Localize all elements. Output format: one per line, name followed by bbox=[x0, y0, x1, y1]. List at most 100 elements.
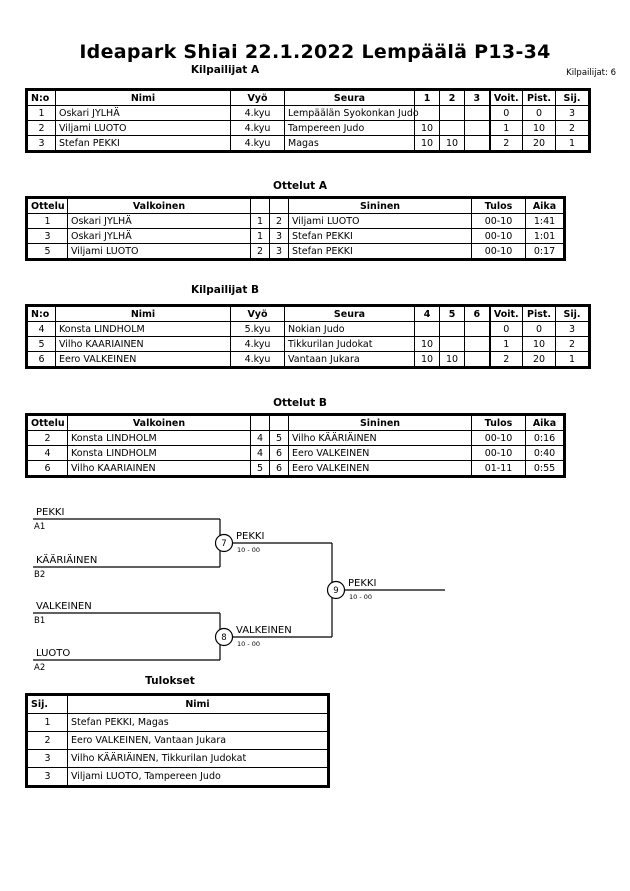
cell-match-4 bbox=[414, 321, 440, 337]
cell-points: 20 bbox=[522, 135, 556, 151]
bracket-entry-seed-4: A2 bbox=[34, 663, 45, 670]
cell-match-3 bbox=[464, 105, 490, 121]
pool-a-table-container: N:o Nimi Vyö Seura 1 2 3 Voit. Pist. Sij… bbox=[25, 88, 591, 157]
bracket-node-number-8: 8 bbox=[221, 633, 226, 643]
col-place: Sij. bbox=[555, 306, 589, 322]
cell-match-1: 10 bbox=[414, 120, 440, 136]
cell-white-num: 2 bbox=[250, 243, 270, 259]
bracket-entry-seed-1: A1 bbox=[34, 522, 45, 532]
cell-name: Vilho KAARIAINEN bbox=[55, 336, 231, 352]
col-time: Aika bbox=[525, 198, 564, 214]
cell-blue: Stefan PEKKI bbox=[288, 243, 472, 259]
bracket-node-7 bbox=[214, 533, 234, 553]
cell-bout-no: 2 bbox=[27, 430, 68, 446]
cell-result: 00-10 bbox=[471, 213, 526, 229]
cell-time: 0:40 bbox=[525, 445, 564, 461]
cell-blue-num: 2 bbox=[269, 213, 289, 229]
results-table: Sij. Nimi 1 Stefan PEKKI, Magas 2 Eero V… bbox=[27, 695, 328, 786]
col-white-num bbox=[250, 198, 270, 214]
cell-bout-no: 6 bbox=[27, 460, 68, 476]
cell-result: 00-10 bbox=[471, 445, 526, 461]
col-match-6: 6 bbox=[464, 306, 490, 322]
cell-time: 1:01 bbox=[525, 228, 564, 244]
cell-place: 2 bbox=[555, 336, 589, 352]
cell-match-2: 10 bbox=[439, 135, 465, 151]
cell-match-6 bbox=[464, 321, 490, 337]
cell-points: 0 bbox=[522, 321, 556, 337]
cell-white: Konsta LINDHOLM bbox=[67, 430, 251, 446]
cell-white: Viljami LUOTO bbox=[67, 243, 251, 259]
cell-points: 0 bbox=[522, 105, 556, 121]
cell-bout-no: 3 bbox=[27, 228, 68, 244]
cell-result: 01-11 bbox=[471, 460, 526, 476]
bracket-entry-name-1: PEKKI bbox=[36, 507, 64, 518]
col-result: Tulos bbox=[471, 198, 526, 214]
col-match-4: 4 bbox=[414, 306, 440, 322]
cell-blue: Viljami LUOTO bbox=[288, 213, 472, 229]
cell-wins: 1 bbox=[488, 336, 523, 352]
bouts-a-table-container: Ottelu Valkoinen Sininen Tulos Aika 1 Os… bbox=[25, 196, 566, 265]
col-wins: Voit. bbox=[488, 90, 523, 106]
bouts-b-table-container: Ottelu Valkoinen Sininen Tulos Aika 2 Ko… bbox=[25, 413, 566, 482]
pool-b-table-container: N:o Nimi Vyö Seura 4 5 6 Voit. Pist. Sij… bbox=[25, 304, 591, 373]
bouts-b-table: Ottelu Valkoinen Sininen Tulos Aika 2 Ko… bbox=[27, 415, 564, 476]
bracket-winner-8: VALKEINEN bbox=[236, 625, 292, 636]
col-club: Seura bbox=[284, 90, 415, 106]
cell-bout-no: 4 bbox=[27, 445, 68, 461]
cell-time: 0:16 bbox=[525, 430, 564, 446]
bracket-entry-name-2: KÄÄRIÄINEN bbox=[36, 553, 97, 566]
cell-club: Magas bbox=[284, 135, 415, 151]
cell-name: Eero VALKEINEN bbox=[55, 351, 231, 367]
cell-match-6 bbox=[464, 336, 490, 352]
cell-club: Tampereen Judo bbox=[284, 120, 415, 136]
bouts-a-table: Ottelu Valkoinen Sininen Tulos Aika 1 Os… bbox=[27, 198, 564, 259]
col-belt: Vyö bbox=[230, 90, 285, 106]
cell-match-5: 10 bbox=[439, 351, 465, 367]
cell-place: 1 bbox=[27, 713, 68, 732]
cell-no: 2 bbox=[27, 120, 56, 136]
cell-blue-num: 5 bbox=[269, 430, 289, 446]
col-white-num bbox=[250, 415, 270, 431]
cell-points: 20 bbox=[522, 351, 556, 367]
cell-no: 3 bbox=[27, 135, 56, 151]
cell-place: 2 bbox=[27, 731, 68, 750]
cell-points: 10 bbox=[522, 120, 556, 136]
cell-wins: 2 bbox=[488, 351, 523, 367]
bracket-diagram: PEKKI A1 KÄÄRIÄINEN B2 VALKEINEN B1 LUOT… bbox=[0, 495, 630, 670]
cell-white: Oskari JYLHÄ bbox=[67, 213, 251, 229]
bracket-score-8: 10 - 00 bbox=[237, 640, 260, 648]
col-match-1: 1 bbox=[414, 90, 440, 106]
col-time: Aika bbox=[525, 415, 564, 431]
cell-white: Oskari JYLHÄ bbox=[67, 228, 251, 244]
table-row: 3 Stefan PEKKI 4.kyu Magas 10 10 2 20 1 bbox=[27, 135, 589, 151]
col-name: Nimi bbox=[67, 695, 328, 714]
bracket-node-number-7: 7 bbox=[221, 539, 226, 549]
cell-club: Nokian Judo bbox=[284, 321, 415, 337]
cell-belt: 4.kyu bbox=[230, 135, 285, 151]
table-row: 1 Stefan PEKKI, Magas bbox=[27, 713, 328, 732]
cell-blue-num: 3 bbox=[269, 228, 289, 244]
cell-belt: 4.kyu bbox=[230, 351, 285, 367]
col-bout-no: Ottelu bbox=[27, 198, 68, 214]
cell-belt: 4.kyu bbox=[230, 336, 285, 352]
cell-wins: 2 bbox=[488, 135, 523, 151]
table-header-row: Sij. Nimi bbox=[27, 695, 328, 714]
col-place: Sij. bbox=[27, 695, 68, 714]
bracket-entry-seed-3: B1 bbox=[34, 616, 45, 626]
cell-no: 1 bbox=[27, 105, 56, 121]
cell-club: Tikkurilan Judokat bbox=[284, 336, 415, 352]
cell-time: 0:17 bbox=[525, 243, 564, 259]
col-blue-num bbox=[269, 198, 289, 214]
cell-white-num: 1 bbox=[250, 228, 270, 244]
table-row: 2 Eero VALKEINEN, Vantaan Jukara bbox=[27, 731, 328, 750]
pool-b-table: N:o Nimi Vyö Seura 4 5 6 Voit. Pist. Sij… bbox=[27, 306, 589, 367]
cell-white-num: 4 bbox=[250, 445, 270, 461]
col-blue-num bbox=[269, 415, 289, 431]
page-title: Ideapark Shiai 22.1.2022 Lempäälä P13-34 bbox=[79, 41, 551, 63]
table-row: 2 Konsta LINDHOLM 4 5 Vilho KÄÄRIÄINEN 0… bbox=[27, 430, 564, 446]
cell-place: 3 bbox=[555, 105, 589, 121]
cell-blue-num: 6 bbox=[269, 445, 289, 461]
cell-name: Oskari JYLHÄ bbox=[55, 105, 231, 121]
cell-place: 3 bbox=[555, 321, 589, 337]
bracket-winner-9: PEKKI bbox=[348, 578, 376, 589]
